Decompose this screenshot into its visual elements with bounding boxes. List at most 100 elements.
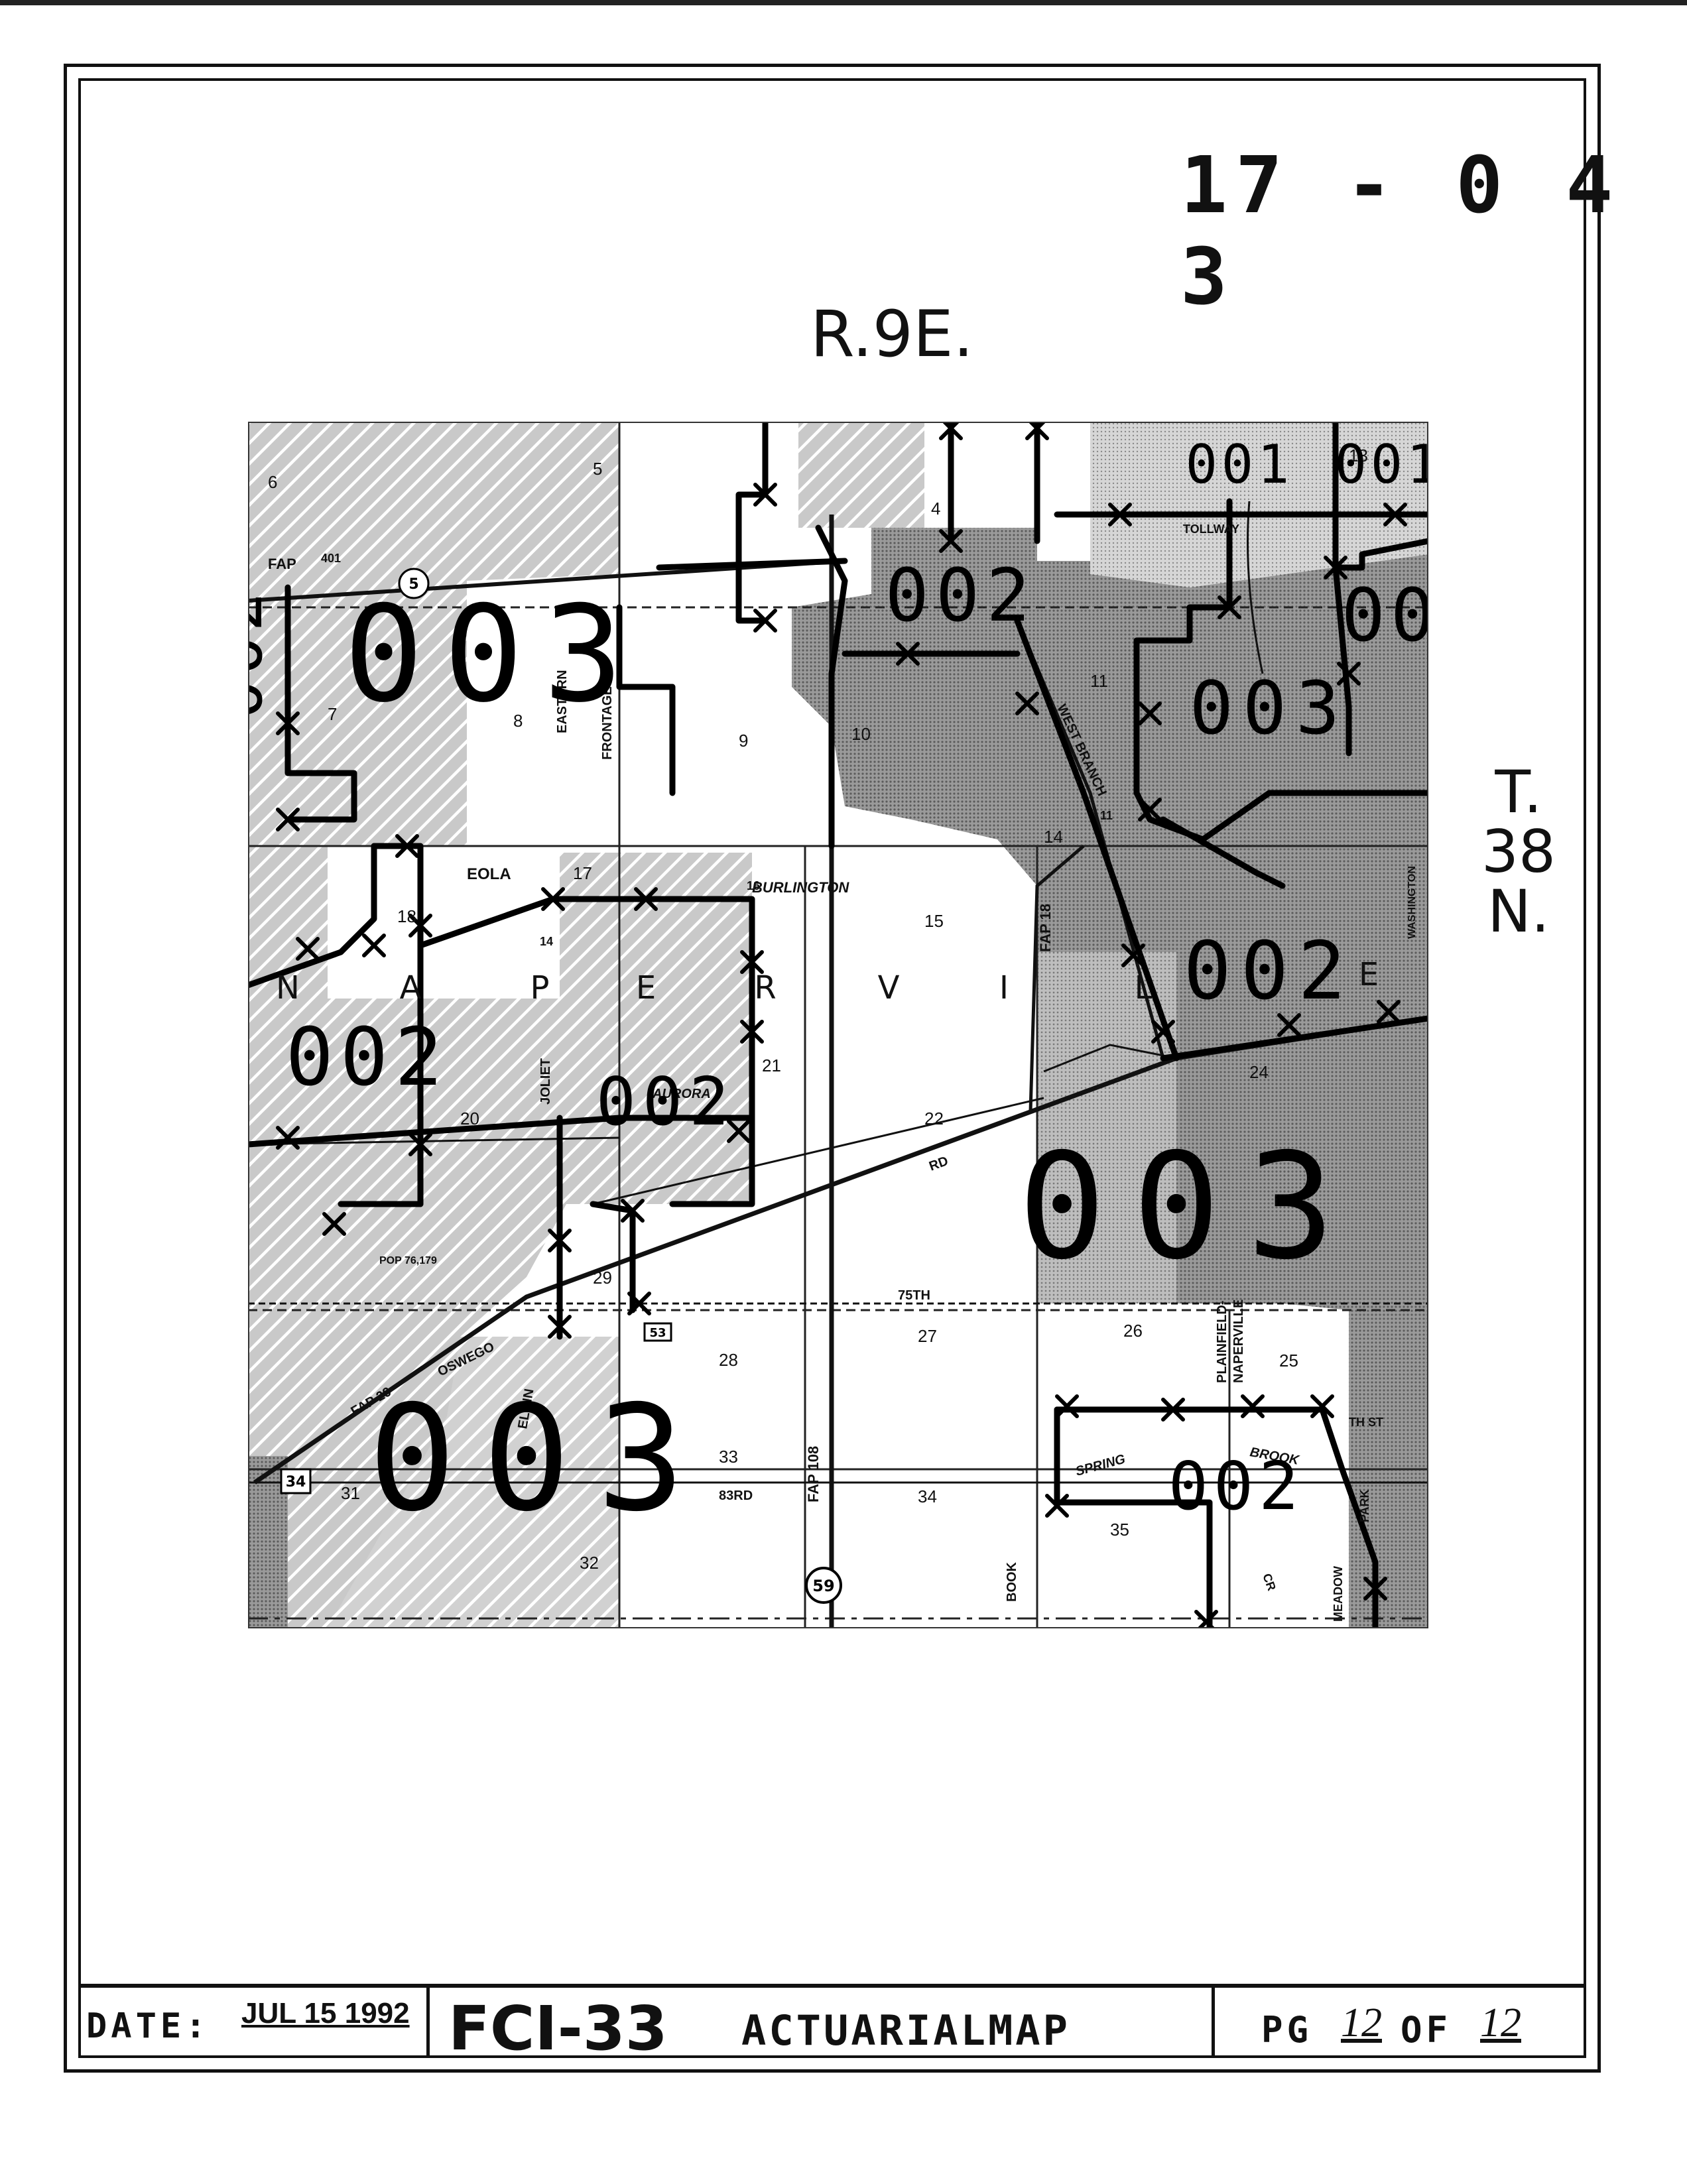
section-15: 15: [924, 911, 944, 931]
territory-002-center: 002: [596, 1063, 736, 1140]
section-10: 10: [851, 724, 871, 744]
page-label: PG: [1261, 2009, 1313, 2051]
town-letter-i: I: [999, 969, 1009, 1006]
section-5: 5: [593, 459, 602, 479]
route-5-label: 5: [408, 576, 418, 593]
section-numbers: 4 5 6 7 8 9 10 11 13 14 15 17 18 20 21 2…: [268, 446, 1368, 1573]
83rd-label: 83RD: [719, 1488, 753, 1503]
washington-label: WASHINGTON: [1406, 866, 1418, 939]
boundary-x-markers: [276, 422, 1407, 1628]
territory-002-upper: 002: [885, 553, 1037, 638]
section-9: 9: [739, 731, 748, 751]
page-of-label: OF: [1401, 2009, 1452, 2051]
route-53-label: 53: [649, 1326, 666, 1340]
actuarial-map: 59 34 5 53 4 5 6 7 8 9 10 11 13 14 15 17…: [248, 422, 1428, 1628]
date-label: DATE:: [86, 2006, 210, 2046]
page-total: 12: [1480, 2000, 1521, 2045]
tollway-label: TOLLWAY: [1183, 522, 1239, 536]
section-26: 26: [1123, 1321, 1143, 1341]
form-title-cell: FCI-33 ACTUARIALMAP: [430, 1988, 1215, 2064]
fap-108-label: FAP 108: [805, 1446, 822, 1502]
territory-002-mid-right: 002: [1184, 926, 1355, 1018]
75th-label: 75TH: [898, 1288, 930, 1303]
town-name: N A P E R V I L E: [276, 956, 1379, 1006]
range-label: R.9E.: [810, 297, 974, 371]
section-8: 8: [513, 711, 523, 731]
book-label: BOOK: [1005, 1561, 1019, 1602]
township-n: N.: [1487, 877, 1550, 945]
section-35: 35: [1110, 1520, 1129, 1540]
form-title: ACTUARIALMAP: [741, 2006, 1070, 2055]
section-14: 14: [1044, 827, 1063, 847]
town-letter-p: P: [531, 969, 550, 1006]
territory-003-southwest: 003: [368, 1374, 711, 1544]
town-letter-l: L: [1135, 969, 1153, 1006]
route-34-shield: 34: [280, 1468, 312, 1494]
territory-003-southeast: 003: [1018, 1122, 1361, 1292]
naperville-label: NAPERVILLE: [1231, 1300, 1246, 1383]
section-27: 27: [918, 1326, 937, 1346]
plainfield-label: PLAINFIELD-: [1215, 1301, 1229, 1383]
territory-002-bottom: 002: [1168, 1447, 1304, 1525]
route-16-label: 16: [747, 879, 760, 892]
section-4: 4: [931, 499, 940, 518]
territory-003-west: 003: [344, 577, 643, 732]
territory-001-a: 001: [1186, 434, 1294, 495]
fap-401-label: 401: [321, 552, 341, 565]
section-29: 29: [593, 1268, 612, 1288]
section-32: 32: [580, 1553, 599, 1573]
eola-label: EOLA: [467, 865, 511, 883]
aurora-road-label: AURORA: [652, 1087, 711, 1101]
section-22: 22: [924, 1109, 944, 1128]
section-25: 25: [1279, 1351, 1298, 1370]
fap-top-label: FAP: [268, 556, 296, 572]
township-label: T. 38 N.: [1479, 762, 1558, 941]
map-number: 17 - 0 4 3: [1180, 139, 1621, 322]
section-33: 33: [719, 1447, 738, 1467]
section-28: 28: [719, 1350, 738, 1370]
route-59-shield: 59: [805, 1567, 842, 1604]
route-5-shield: 5: [398, 568, 430, 599]
inner-border: [78, 78, 1586, 2058]
section-20: 20: [460, 1109, 479, 1128]
population-label: POP 76,179: [379, 1255, 437, 1266]
th-st-label: TH ST: [1349, 1416, 1383, 1429]
section-31: 31: [341, 1483, 360, 1503]
section-21: 21: [762, 1056, 781, 1075]
town-letter-n: N: [276, 969, 300, 1006]
route-53-shield: 53: [643, 1322, 672, 1342]
section-24: 24: [1249, 1062, 1269, 1082]
page-cell: PG 12 OF 12: [1215, 1988, 1586, 2058]
date-value: JUL 15 1992: [241, 1997, 410, 2030]
page-current: 12: [1341, 2000, 1382, 2045]
territory-boundaries: [248, 422, 1428, 1628]
section-6: 6: [268, 472, 277, 492]
route-11-label: 11: [1100, 809, 1113, 822]
territory-003-east: 003: [1190, 666, 1349, 751]
section-18: 18: [397, 906, 416, 926]
route-14-label: 14: [540, 935, 553, 948]
town-letter-a: A: [400, 969, 422, 1006]
section-11: 11: [1090, 671, 1108, 691]
territory-001-b: 001: [1335, 434, 1428, 495]
burlington-label: BURLINGTON: [752, 879, 849, 896]
route-shields: 59 34 5 53: [280, 568, 842, 1604]
section-13: 13: [1349, 446, 1368, 465]
park-label: PARK: [1358, 1489, 1371, 1522]
date-cell: DATE: JUL 15 1992: [78, 1988, 430, 2058]
form-id: FCI-33: [448, 1993, 668, 2064]
town-letter-e: E: [636, 969, 656, 1006]
town-letter-v: V: [878, 969, 900, 1006]
frontage-label: FRONTAGE: [600, 686, 615, 760]
township-number: 38: [1481, 818, 1556, 886]
territory-002-left-vertical: 002: [248, 588, 277, 720]
territory-codes: 001 001 002 002 002 003 003 002 002 002 …: [248, 434, 1428, 1544]
route-34-label: 34: [286, 1474, 306, 1490]
territory-002-right: 002: [1342, 573, 1428, 658]
dotted-areas: [248, 422, 1428, 1628]
section-7: 7: [328, 704, 337, 724]
joliet-label: JOLIET: [538, 1058, 553, 1105]
section-17: 17: [573, 863, 592, 883]
township-t: T.: [1495, 758, 1542, 826]
route-59-label: 59: [812, 1577, 834, 1595]
